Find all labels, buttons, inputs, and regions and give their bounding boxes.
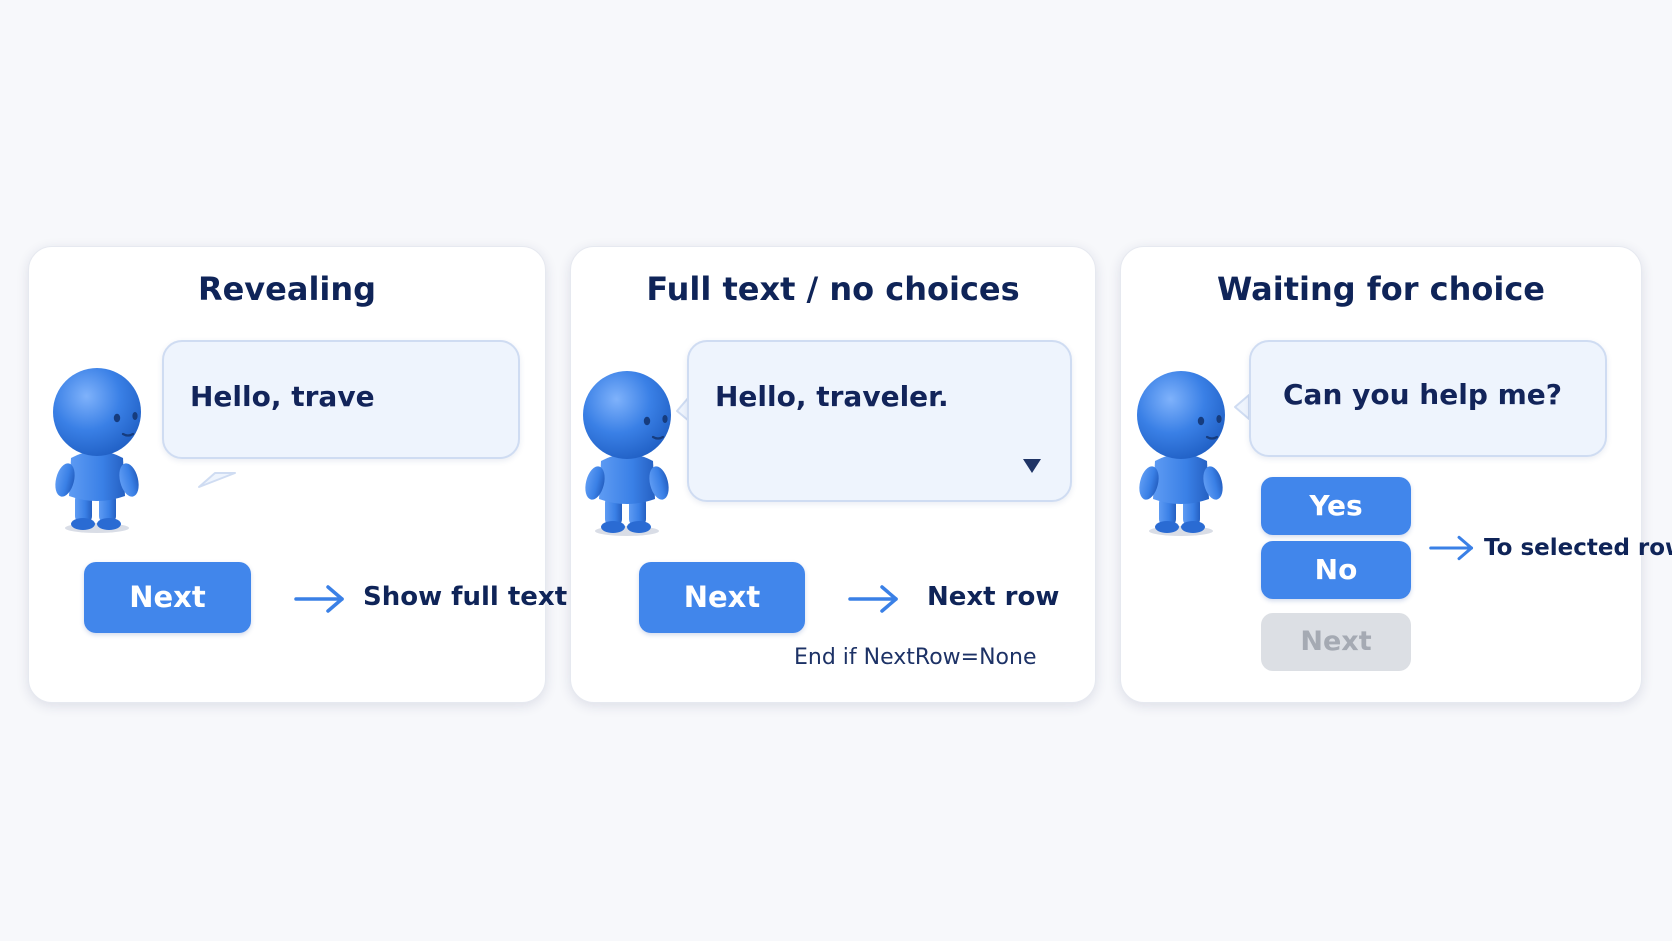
speech-bubble: Hello, traveler. (687, 340, 1072, 502)
character-icon (581, 367, 677, 537)
speech-bubble: Can you help me? (1249, 340, 1607, 457)
panel-title: Revealing (197, 270, 377, 308)
next-button-disabled: Next (1261, 613, 1411, 671)
panel-revealing: Revealing Hello, trave Next Show full te… (28, 246, 567, 703)
character-icon (51, 364, 147, 534)
triangle-down-icon (1023, 459, 1041, 473)
choice-yes-button[interactable]: Yes (1261, 477, 1411, 535)
dialogue-text: Can you help me? (1283, 378, 1563, 411)
choice-no-button[interactable]: No (1261, 541, 1411, 599)
arrow-right-icon (1429, 534, 1475, 562)
panel-waiting-for-choice: Waiting for choice Can you help me? Yes … (1120, 246, 1672, 703)
next-button[interactable]: Next (84, 562, 251, 633)
panel-title: Full text / no choices (646, 270, 1020, 308)
arrow-right-icon (848, 585, 900, 613)
dialogue-text: Hello, trave (190, 380, 375, 413)
speech-bubble: Hello, trave (162, 340, 520, 459)
dialogue-text: Hello, traveler. (715, 380, 949, 413)
end-condition-note: End if NextRow=None (794, 645, 1037, 670)
character-icon (1135, 367, 1231, 537)
panel-title: Waiting for choice (1216, 270, 1545, 308)
outcome-label: To selected row (1484, 535, 1672, 561)
next-button[interactable]: Next (639, 562, 805, 633)
outcome-label: Next row (927, 582, 1060, 612)
arrow-right-icon (294, 585, 346, 613)
outcome-label: Show full text (363, 582, 568, 612)
panel-full-text: Full text / no choices Hello, traveler. … (570, 246, 1096, 703)
